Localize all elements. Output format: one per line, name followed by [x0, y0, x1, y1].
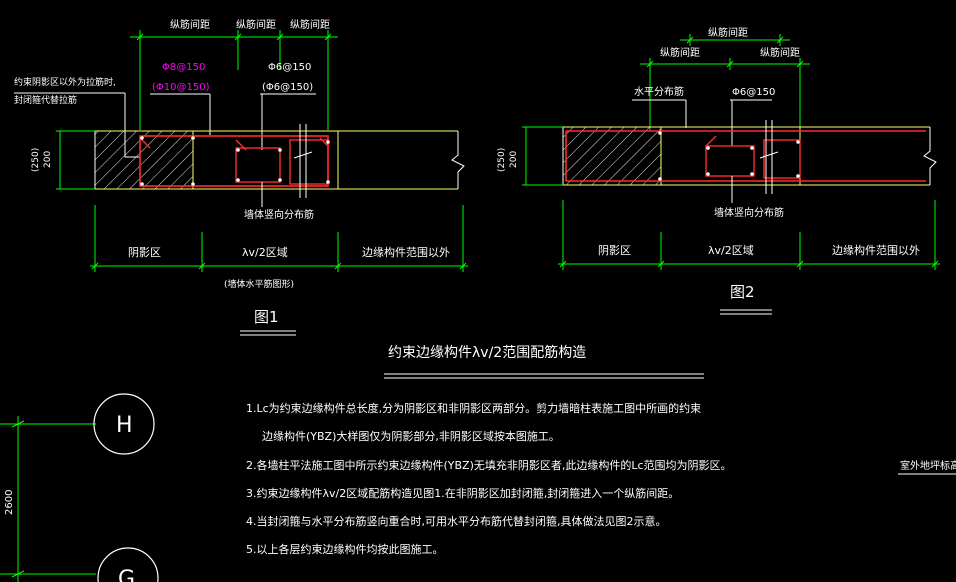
axis-label-g: G: [118, 567, 135, 582]
fig2-top-dimension: 纵筋间距 纵筋间距 纵筋间距: [640, 26, 810, 130]
note-line-3: 2.各墙柱平法施工图中所示约束边缘构件(YBZ)无填充非阴影区者,此边缘构件的L…: [246, 458, 732, 472]
fig2-rebars: [565, 120, 926, 194]
fig1-height-2: 200: [43, 151, 53, 168]
figure-2: 纵筋间距 纵筋间距 纵筋间距 水平分布筋 Φ6@150: [497, 26, 940, 315]
fig1-dist-label: 墙体竖向分布筋: [244, 208, 314, 221]
fig2-height-dimension: (250) 200: [497, 126, 563, 186]
fig1-rebar-label-1b: (Φ10@150): [152, 82, 210, 93]
main-title: 约束边缘构件λv/2范围配筋构造: [388, 344, 586, 361]
note-line-5: 4.当封闭箍与水平分布筋竖向重合时,可用水平分布筋代替封闭箍,具体做法见图2示意…: [246, 514, 666, 528]
fig1-left-note-2: 封闭箍代替拉筋: [14, 94, 77, 106]
note-line-6: 5.以上各层约束边缘构件均按此图施工。: [246, 542, 444, 556]
fig1-wall: [94, 130, 465, 190]
fig1-left-note-1: 约束阴影区以外为拉筋时,: [14, 76, 116, 88]
fig1-dim-label-3: 纵筋间距: [290, 18, 330, 31]
axis-bubble-g: [97, 547, 159, 582]
note-line-4: 3.约束边缘构件λv/2区域配筋构造见图1.在非阴影区加封闭箍,封闭箍进入一个纵…: [246, 486, 679, 500]
fig2-dist-label: 墙体竖向分布筋: [714, 206, 784, 219]
fig1-zone-3: 边缘构件范围以外: [362, 245, 450, 259]
fig2-horiz-label: 水平分布筋: [634, 85, 684, 98]
fig2-caption: 图2: [730, 283, 755, 301]
fig1-zone-2: λv/2区域: [242, 246, 288, 259]
fig1-top-dimension: 纵筋间距 纵筋间距 纵筋间距: [130, 18, 338, 130]
fig2-rebar-label: Φ6@150: [732, 87, 775, 98]
fig1-rebar-label-1: Φ8@150: [162, 62, 205, 73]
fig1-rebar-label-2: Φ6@150: [268, 62, 311, 73]
fig1-height-1: (250): [31, 148, 41, 172]
fig1-caption: 图1: [254, 308, 279, 326]
fig2-zone-1: 阴影区: [598, 244, 631, 257]
fig1-rebar-label-2b: (Φ6@150): [262, 82, 313, 93]
axis-bubble-h: [93, 393, 155, 455]
fig1-zone-dimension: 阴影区 λv/2区域 边缘构件范围以外: [90, 205, 468, 272]
note-line-1: 1.Lc为约束边缘构件总长度,分为阴影区和非阴影区两部分。剪力墙暗柱表施工图中所…: [246, 401, 701, 415]
fig2-zone-3: 边缘构件范围以外: [832, 243, 920, 257]
fig2-dim-mid-2: 纵筋间距: [760, 46, 800, 59]
fig2-zone-dimension: 阴影区 λv/2区域 边缘构件范围以外: [558, 200, 940, 270]
axis-dimension: 2600: [4, 490, 15, 515]
fig2-height-1: (250): [497, 148, 507, 172]
notes-block: 约束边缘构件λv/2范围配筋构造 1.Lc为约束边缘构件总长度,分为阴影区和非阴…: [246, 344, 732, 556]
fig1-zone-1: 阴影区: [128, 246, 161, 259]
figure-1: 纵筋间距 纵筋间距 纵筋间距 Φ8@150 (Φ10@150) Φ6@150 (…: [14, 18, 468, 336]
fig2-zone-2: λv/2区域: [708, 244, 754, 257]
fig2-height-2: 200: [509, 151, 519, 168]
fig2-wall: [562, 126, 937, 186]
note-line-2: 边缘构件(YBZ)大样图仅为阴影部分,非阴影区域按本图施工。: [262, 429, 560, 443]
fig1-dim-label-1: 纵筋间距: [170, 18, 210, 31]
fig1-dim-label-2: 纵筋间距: [236, 18, 276, 31]
fig2-dim-top: 纵筋间距: [708, 26, 748, 39]
fig2-dim-mid-1: 纵筋间距: [660, 46, 700, 59]
axis-label-h: H: [116, 413, 133, 438]
fig1-rebars: [139, 124, 330, 198]
axis-grid: 2600 H G: [0, 393, 159, 582]
fig1-height-dimension: (250) 200: [31, 130, 95, 190]
fig1-sub-note: (墙体水平筋图形): [224, 278, 294, 290]
right-label: 室外地坪标高: [900, 459, 956, 472]
